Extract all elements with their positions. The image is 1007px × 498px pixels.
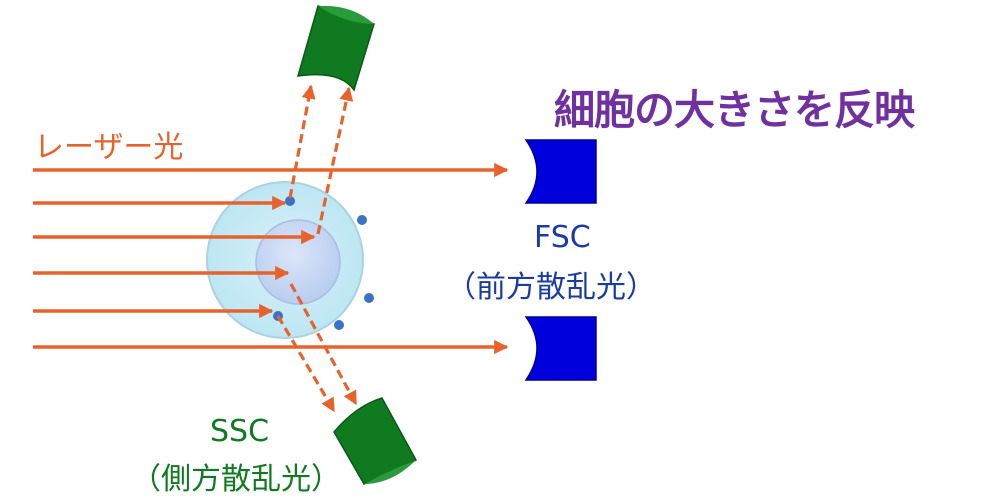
fsc-name: （前方散乱光） — [446, 270, 656, 305]
granule — [285, 196, 295, 206]
headline: 細胞の大きさを反映 — [554, 86, 915, 134]
ssc-abbrev: SSC — [210, 414, 270, 449]
granule — [364, 293, 374, 303]
side-scatter-arrows — [276, 84, 358, 413]
ssc-detector-top — [296, 5, 375, 92]
scatter-arrow-up — [288, 84, 316, 199]
ssc-name: （側方散乱光） — [131, 462, 341, 497]
fsc-abbrev: FSC — [534, 220, 591, 255]
granule — [357, 215, 367, 225]
scatter-arrow-down — [276, 315, 336, 413]
fsc-detector-bottom — [524, 316, 597, 381]
ssc-detector-bottom — [333, 397, 418, 485]
laser-label: レーザー光 — [34, 130, 184, 165]
granule — [334, 320, 344, 330]
fsc-detector-top — [524, 139, 597, 204]
cell-nucleus — [255, 219, 341, 305]
scatter-arrow-down — [289, 283, 358, 406]
scatter-arrow-up — [316, 86, 354, 235]
cell — [206, 181, 374, 339]
laser-beams — [33, 162, 509, 355]
